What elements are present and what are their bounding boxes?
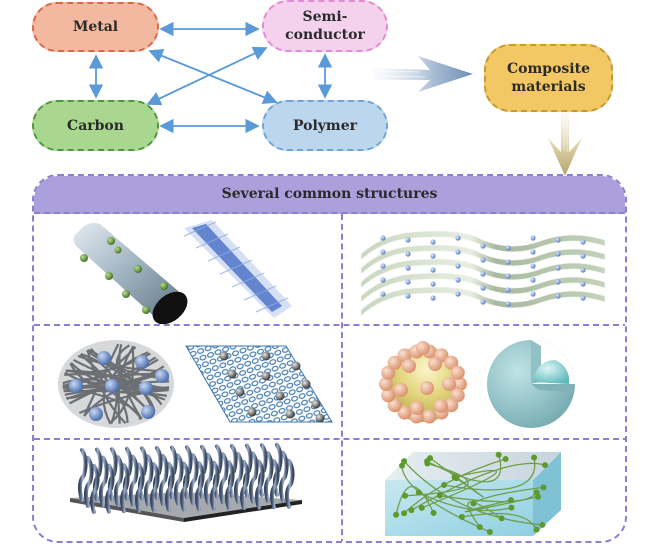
decorated-nanotube-icon bbox=[73, 223, 188, 324]
coated-nanowire-icon bbox=[183, 220, 292, 318]
structure-stacked-layers bbox=[360, 230, 606, 317]
decorated-sheet-icon bbox=[185, 345, 333, 423]
node-polymer-label: Polymer bbox=[292, 117, 358, 134]
structure-sphere-coreshell bbox=[379, 340, 575, 428]
panel-divider-vertical bbox=[341, 214, 343, 541]
panel-title: Several common structures bbox=[221, 186, 438, 202]
structures-panel: Several common structures bbox=[32, 174, 627, 543]
node-polymer: Polymer bbox=[262, 100, 388, 151]
structure-polymer-matrix bbox=[385, 451, 561, 536]
structure-fiber-network-sheet bbox=[58, 340, 333, 428]
structure-nanotube-nanowire bbox=[73, 220, 292, 324]
node-composite-line2: materials bbox=[511, 79, 586, 95]
panel-header: Several common structures bbox=[34, 176, 625, 214]
arrow-down-icon bbox=[548, 110, 582, 176]
panel-divider-row1 bbox=[34, 324, 625, 326]
decorated-sphere-icon bbox=[379, 341, 467, 424]
node-semiconductor-line1: Semi- bbox=[302, 9, 348, 25]
panel-divider-row2 bbox=[34, 438, 625, 440]
node-metal: Metal bbox=[32, 2, 159, 52]
node-composite-line1: Composite bbox=[507, 61, 590, 77]
fiber-network-icon bbox=[58, 340, 174, 428]
node-carbon-label: Carbon bbox=[67, 117, 124, 134]
structure-nanowire-array bbox=[70, 442, 302, 522]
polymer-block-icon bbox=[385, 451, 561, 536]
nanowire-array-icon bbox=[70, 442, 302, 522]
layered-sheets-icon bbox=[360, 230, 606, 317]
arrow-right-icon bbox=[373, 56, 473, 92]
node-carbon: Carbon bbox=[32, 100, 159, 151]
node-semiconductor: Semi- conductor bbox=[262, 0, 388, 52]
node-semiconductor-line2: conductor bbox=[285, 27, 365, 43]
node-composite: Composite materials bbox=[484, 44, 613, 112]
core-shell-icon bbox=[487, 340, 575, 428]
edge-semiconductor-carbon bbox=[146, 46, 268, 106]
node-metal-label: Metal bbox=[72, 19, 119, 35]
